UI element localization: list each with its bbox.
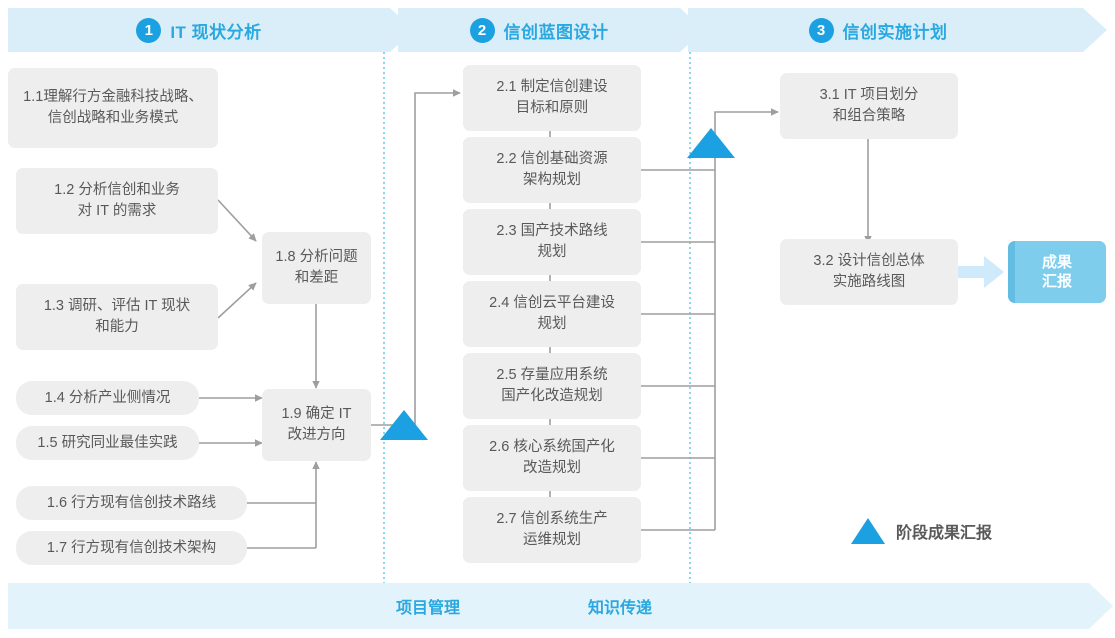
phase-1-label: IT 现状分析 — [170, 22, 262, 42]
milestone-triangle-phase1 — [380, 410, 428, 440]
phase-banner: 1 IT 现状分析 2 信创蓝图设计 3 信创实施计划 — [0, 8, 1115, 52]
box-2-5[interactable]: 2.5 存量应用系统国产化改造规划 — [463, 353, 641, 419]
box-2-6[interactable]: 2.6 核心系统国产化改造规划 — [463, 425, 641, 491]
wire-1-9-to-2-1 — [371, 89, 461, 426]
result-box-edge — [1008, 241, 1015, 303]
box-1-4[interactable]: 1.4 分析产业侧情况 — [16, 381, 199, 415]
phase-3-label: 信创实施计划 — [842, 22, 948, 42]
wire-1-3-to-1-8 — [217, 282, 257, 319]
result-report-box[interactable]: 成果汇报 — [1008, 241, 1106, 303]
phase-1-number: 1 — [136, 17, 162, 43]
box-1-2[interactable]: 1.2 分析信创和业务对 IT 的需求 — [16, 168, 218, 234]
box-1-6[interactable]: 1.6 行方现有信创技术路线 — [16, 486, 247, 520]
box-1-7[interactable]: 1.7 行方现有信创技术架构 — [16, 531, 247, 565]
phase-2-number: 2 — [469, 17, 495, 43]
box-3-1[interactable]: 3.1 IT 项目划分和组合策略 — [780, 73, 958, 139]
milestone-triangle-icon — [851, 518, 885, 544]
phase-3-number: 3 — [808, 17, 834, 43]
phase-3[interactable]: 3 信创实施计划 — [688, 8, 1068, 52]
box-1-1[interactable]: 1.1理解行方金融科技战略、信创战略和业务模式 — [8, 68, 218, 148]
phase-2-label: 信创蓝图设计 — [503, 22, 609, 42]
box-1-5[interactable]: 1.5 研究同业最佳实践 — [16, 426, 199, 460]
box-2-1[interactable]: 2.1 制定信创建设目标和原则 — [463, 65, 641, 131]
box-2-4[interactable]: 2.4 信创云平台建设规划 — [463, 281, 641, 347]
legend-milestone-label: 阶段成果汇报 — [896, 525, 993, 542]
phase-1[interactable]: 1 IT 现状分析 — [8, 8, 390, 52]
bottom-banner-labels: 项目管理 知识传递 — [0, 583, 1115, 629]
box-1-8[interactable]: 1.8 分析问题和差距 — [262, 232, 371, 304]
milestone-triangle-phase2 — [687, 128, 735, 158]
phase-2[interactable]: 2 信创蓝图设计 — [398, 8, 680, 52]
result-report-label: 成果汇报 — [1041, 253, 1072, 291]
bottom-banner-arrow — [8, 583, 1113, 629]
box-2-7[interactable]: 2.7 信创系统生产运维规划 — [463, 497, 641, 563]
bottom-label-project-management: 项目管理 — [396, 600, 461, 617]
box-3-2[interactable]: 3.2 设计信创总体实施路线图 — [780, 239, 958, 305]
bottom-label-knowledge-transfer: 知识传递 — [588, 600, 653, 617]
wire-3-2-to-result — [958, 256, 1004, 288]
wire-bus-to-3-1 — [714, 108, 779, 140]
box-1-3[interactable]: 1.3 调研、评估 IT 现状和能力 — [16, 284, 218, 350]
bottom-banner — [8, 583, 1113, 629]
box-2-3[interactable]: 2.3 国产技术路线规划 — [463, 209, 641, 275]
box-2-2[interactable]: 2.2 信创基础资源架构规划 — [463, 137, 641, 203]
wire-1-2-to-1-8 — [217, 199, 257, 242]
legend-milestone: 阶段成果汇报 — [851, 518, 992, 544]
